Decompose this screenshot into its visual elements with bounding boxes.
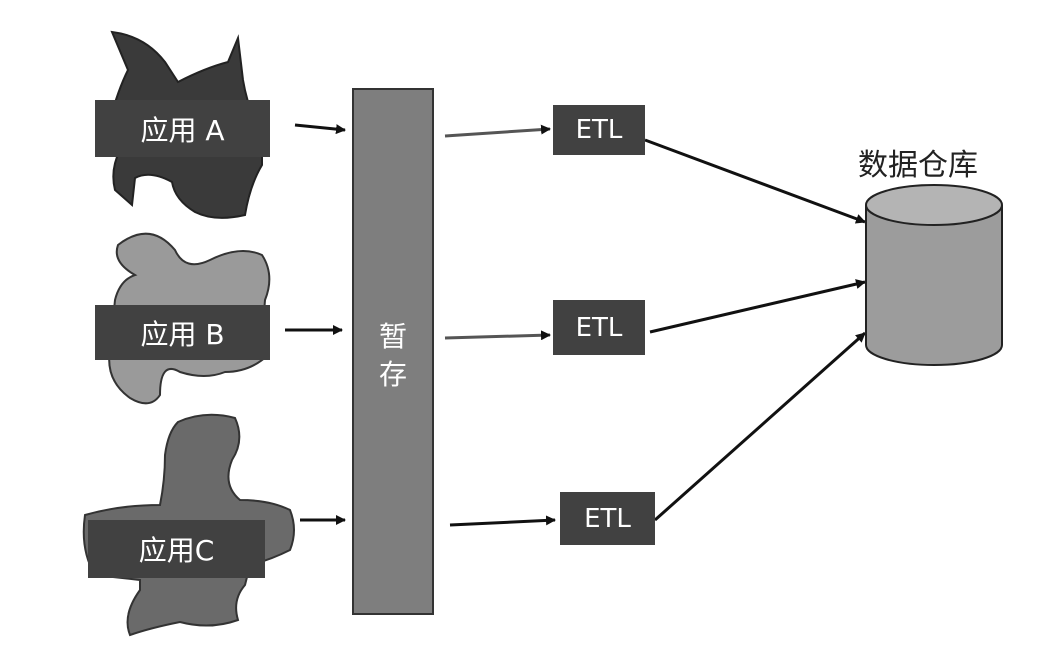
- app-b-label: 应用 B: [140, 317, 225, 351]
- etl-box-3: ETL: [560, 492, 655, 545]
- data-warehouse-cylinder: [865, 184, 1003, 366]
- etl-box-1: ETL: [553, 105, 645, 155]
- arrow-etl-3-to-warehouse: [654, 331, 866, 522]
- arrow-app-a-to-staging: [294, 123, 346, 135]
- app-c-label: 应用C: [138, 534, 215, 567]
- staging-area: 暂存: [352, 88, 434, 615]
- etl-box-2: ETL: [553, 300, 645, 355]
- etl-label-2: ETL: [575, 312, 623, 343]
- app-b-box: 应用 B: [95, 305, 270, 360]
- arrow-staging-to-etl-2: [444, 330, 551, 341]
- app-c-box: 应用C: [88, 520, 265, 578]
- arrow-staging-to-etl-3: [449, 515, 556, 527]
- etl-label-3: ETL: [584, 503, 631, 534]
- app-a-label: 应用 A: [140, 113, 225, 147]
- arrow-staging-to-etl-1: [444, 124, 551, 138]
- arrow-etl-1-to-warehouse: [644, 138, 866, 224]
- data-warehouse-title: 数据仓库: [858, 148, 978, 183]
- app-a-box: 应用 A: [95, 100, 270, 157]
- etl-label-1: ETL: [575, 115, 623, 145]
- arrow-etl-2-to-warehouse: [649, 279, 866, 334]
- staging-label: 暂存: [378, 320, 407, 391]
